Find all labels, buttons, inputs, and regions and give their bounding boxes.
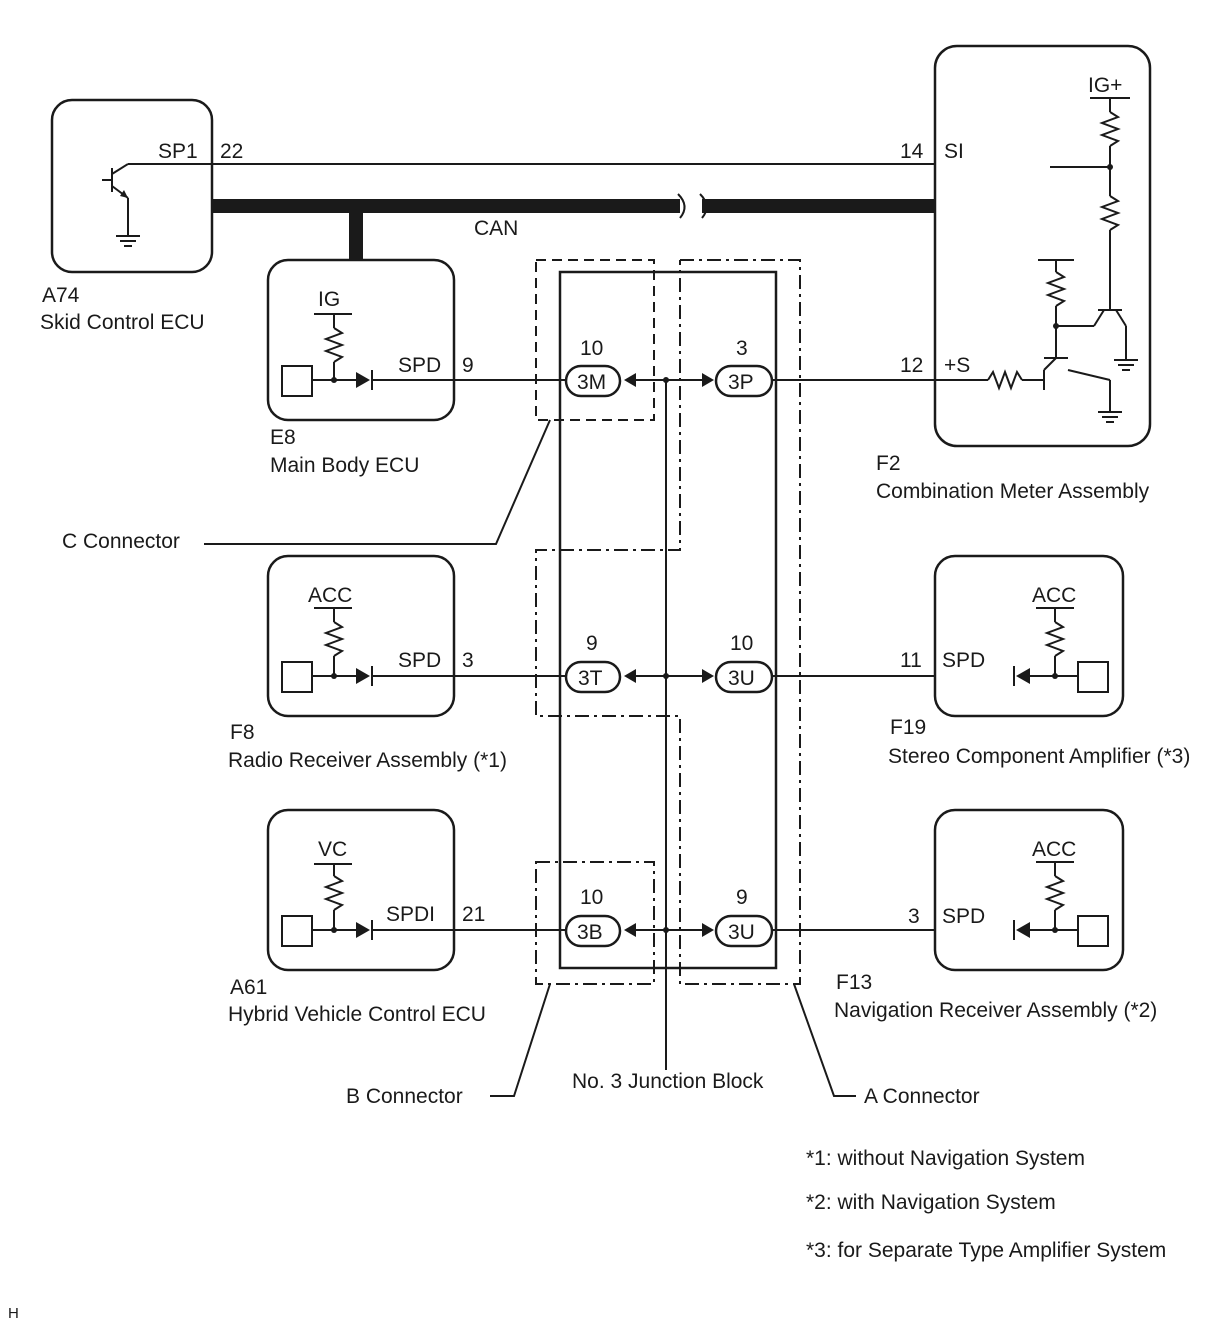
pin-3P-number: 3 (736, 337, 748, 360)
pin-3M-number: 10 (580, 337, 603, 360)
stereo-pin-number: 11 (900, 649, 922, 672)
c-connector-label: C Connector (62, 530, 180, 553)
stereo-amplifier (933, 554, 1125, 718)
pin-3U-mid: 3U (714, 660, 774, 694)
meter-si-number: 14 (900, 140, 924, 163)
stereo-pin-name: SPD (942, 649, 985, 672)
radio-pin-number: 3 (462, 649, 474, 672)
skid-pin-number: 22 (220, 140, 243, 163)
pin-3U-mid-number: 10 (730, 632, 753, 655)
hybrid-name: Hybrid Vehicle Control ECU (228, 1003, 486, 1026)
svg-text:3M: 3M (577, 371, 606, 394)
main-body-pin-name: SPD (398, 354, 441, 377)
navi-code: F13 (836, 971, 872, 994)
hybrid-pin-number: 21 (462, 903, 485, 926)
pin-3P: 3P (714, 364, 774, 398)
svg-text:3P: 3P (728, 371, 754, 394)
a-connector-label: A Connector (864, 1085, 980, 1108)
skid-pin-name: SP1 (158, 140, 198, 163)
hybrid-code: A61 (230, 976, 267, 999)
skid-name: Skid Control ECU (40, 311, 205, 334)
hybrid-supply: VC (318, 838, 347, 861)
meter-name: Combination Meter Assembly (876, 480, 1150, 503)
note-2: *2: with Navigation System (806, 1191, 1056, 1214)
hybrid-vehicle-ecu (266, 808, 456, 972)
hybrid-pin-name: SPDI (386, 903, 435, 926)
note-1: *1: without Navigation System (806, 1147, 1085, 1170)
c-connector-leader (204, 419, 551, 545)
navi-pin-number: 3 (908, 905, 920, 928)
skid-code: A74 (42, 284, 80, 307)
b-connector-label: B Connector (346, 1085, 463, 1108)
pin-3M: 3M (564, 364, 622, 398)
radio-code: F8 (230, 721, 255, 744)
main-body-name: Main Body ECU (270, 454, 419, 477)
main-body-code: E8 (270, 426, 296, 449)
combination-meter (933, 44, 1152, 448)
b-connector-leader (490, 983, 551, 1097)
b-connector-outline (535, 861, 655, 985)
meter-s-number: 12 (900, 354, 923, 377)
navi-name: Navigation Receiver Assembly (*2) (834, 999, 1157, 1022)
svg-text:3B: 3B (577, 921, 603, 944)
navi-pin-name: SPD (942, 905, 985, 928)
navigation-receiver (933, 808, 1125, 972)
pin-3B: 3B (564, 914, 622, 948)
stereo-supply: ACC (1032, 584, 1076, 607)
main-body-supply: IG (318, 288, 340, 311)
meter-code: F2 (876, 452, 901, 475)
corner-mark: H (8, 1305, 19, 1322)
navi-supply: ACC (1032, 838, 1076, 861)
a-connector-leader (793, 983, 856, 1097)
svg-text:3U: 3U (728, 921, 755, 944)
note-3: *3: for Separate Type Amplifier System (806, 1239, 1166, 1262)
radio-receiver (266, 554, 456, 718)
pin-3T: 3T (564, 660, 622, 694)
main-body-pin-number: 9 (462, 354, 474, 377)
meter-supply: IG+ (1088, 74, 1122, 97)
pin-3U-bottom-number: 9 (736, 886, 748, 909)
main-body-ecu (266, 258, 456, 422)
radio-pin-name: SPD (398, 649, 441, 672)
radio-supply: ACC (308, 584, 352, 607)
pin-3T-number: 9 (586, 632, 598, 655)
pin-3U-bottom: 3U (714, 914, 774, 948)
meter-s-name: +S (944, 354, 970, 377)
stereo-name: Stereo Component Amplifier (*3) (888, 745, 1190, 768)
a-connector-outline (535, 259, 801, 985)
stereo-code: F19 (890, 716, 926, 739)
can-label: CAN (474, 217, 518, 240)
svg-text:3U: 3U (728, 667, 755, 690)
can-bus (212, 193, 935, 260)
junction-block-label: No. 3 Junction Block (572, 1070, 764, 1093)
pin-3B-number: 10 (580, 886, 603, 909)
radio-name: Radio Receiver Assembly (*1) (228, 749, 507, 772)
svg-text:3T: 3T (578, 667, 603, 690)
c-connector-outline (535, 259, 655, 421)
skid-control-ecu (50, 98, 214, 274)
meter-si-name: SI (944, 140, 964, 163)
